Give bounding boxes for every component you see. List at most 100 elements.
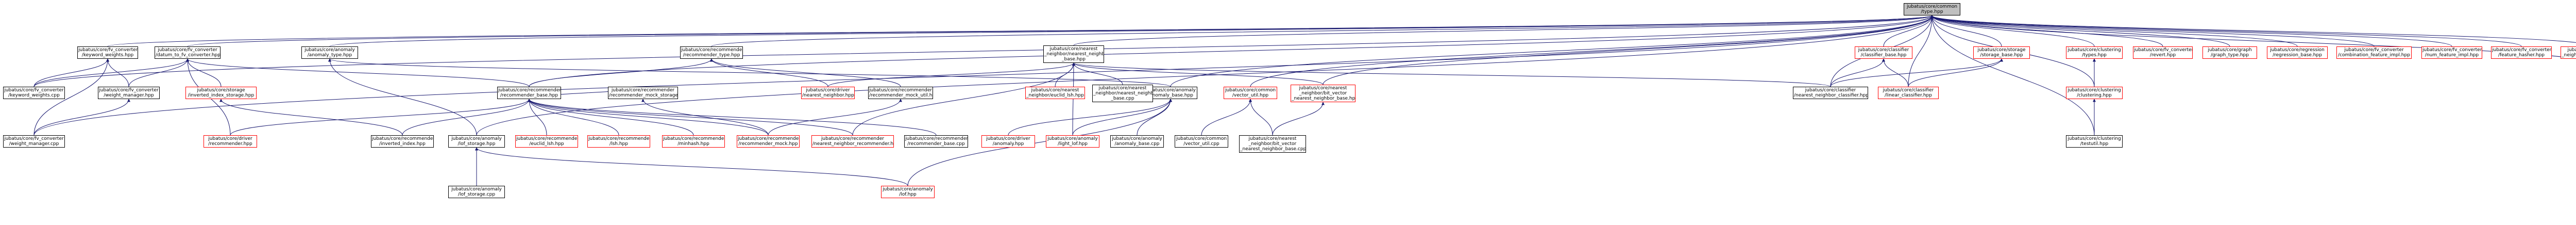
dependency-edge bbox=[1882, 58, 1909, 87]
dependency-edge bbox=[1883, 15, 1934, 47]
dependency-edge bbox=[1072, 99, 1172, 136]
dependency-edge bbox=[852, 62, 1075, 136]
dependency-edge bbox=[1072, 62, 1075, 136]
graph-node-feat-hash[interactable]: jubatus/core/fv_converter /feature_hashe… bbox=[2491, 46, 2552, 59]
graph-node-vec-util-cpp[interactable]: jubatus/core/common /vector_util.cpp bbox=[1175, 135, 1228, 148]
graph-node-nn-euclid[interactable]: jubatus/core/nearest _neighbor/euclid_ls… bbox=[1025, 87, 1085, 99]
dependency-edge bbox=[1272, 102, 1325, 136]
dependency-edge bbox=[529, 58, 713, 87]
graph-node-rec-mock-util[interactable]: jubatus/core/recommender /recommender_mo… bbox=[868, 87, 933, 99]
graph-node-regr-base[interactable]: jubatus/core/regression /regression_base… bbox=[2267, 46, 2328, 59]
dependency-edge bbox=[33, 58, 189, 87]
dependency-edge bbox=[529, 15, 1934, 87]
graph-node-clu-clu[interactable]: jubatus/core/clustering /clustering.hpp bbox=[2066, 87, 2123, 99]
dependency-edge bbox=[641, 99, 769, 136]
dependency-edge bbox=[33, 58, 109, 87]
graph-node-graph-type[interactable]: jubatus/core/graph /graph_type.hpp bbox=[2202, 46, 2257, 59]
graph-node-rec-lsh[interactable]: jubatus/core/recommender /lsh.hpp bbox=[587, 135, 650, 148]
graph-node-anom-lof-stor[interactable]: jubatus/core/anomaly /lof_storage.hpp bbox=[448, 135, 505, 148]
graph-node-rec-inv-idx[interactable]: jubatus/core/recommender /inverted_index… bbox=[371, 135, 434, 148]
dependency-edge bbox=[219, 99, 403, 136]
dependency-edge bbox=[711, 15, 1934, 47]
dependency-edge bbox=[1930, 15, 2375, 47]
dependency-edge bbox=[1930, 15, 2452, 47]
dependency-edge bbox=[768, 99, 902, 136]
dependency-edge bbox=[475, 147, 908, 186]
graph-node-root[interactable]: jubatus/core/common /type.hpp bbox=[1904, 3, 1960, 15]
graph-node-datum-hpp[interactable]: jubatus/core/fv_converter /datum_to_fv_c… bbox=[155, 46, 221, 59]
dependency-edge bbox=[328, 58, 477, 136]
dependency-edge bbox=[1830, 58, 2003, 87]
dependency-edge bbox=[187, 15, 1934, 47]
graph-node-comb-impl[interactable]: jubatus/core/fv_converter /combination_f… bbox=[2336, 46, 2412, 59]
graph-node-cls-base[interactable]: jubatus/core/classifier /classifier_base… bbox=[1855, 46, 1912, 59]
dependency-edge bbox=[1908, 58, 2003, 87]
graph-node-nn-base-cpp[interactable]: jubatus/core/nearest _neighbor/nearest_n… bbox=[1092, 85, 1153, 102]
dependency-edge bbox=[1072, 62, 1123, 85]
dependency-edge bbox=[528, 99, 769, 136]
graph-node-rec-euclid[interactable]: jubatus/core/recommender /euclid_lsh.hpp bbox=[515, 135, 578, 148]
dependency-edge bbox=[1930, 15, 2576, 59]
graph-node-lsh-func[interactable]: jubatus/core/nearest _neighbor/lsh_funct… bbox=[2561, 46, 2576, 59]
dependency-edge bbox=[1137, 99, 1172, 136]
dependency-edge bbox=[33, 15, 1934, 87]
graph-node-nn-bitvec-cpp[interactable]: jubatus/core/nearest _neighbor/bit_vecto… bbox=[1239, 135, 1306, 153]
graph-node-vec-util-hpp[interactable]: jubatus/core/common /vector_util.hpp bbox=[1224, 87, 1277, 99]
graph-node-anom-light[interactable]: jubatus/core/anomaly /light_lof.hpp bbox=[1046, 135, 1099, 148]
dependency-edge bbox=[1930, 15, 2298, 47]
graph-node-drv-anom[interactable]: jubatus/core/driver /anomaly.hpp bbox=[981, 135, 1035, 148]
dependency-edge bbox=[1930, 15, 2576, 43]
graph-node-rec-mock-stor[interactable]: jubatus/core/recommender /recommender_mo… bbox=[608, 87, 678, 99]
graph-node-rec-mock[interactable]: jubatus/core/recommender /recommender_mo… bbox=[737, 135, 800, 148]
dependency-edge bbox=[1930, 15, 2095, 47]
graph-node-nn-bitvec-hpp[interactable]: jubatus/core/nearest _neighbor/bit_vecto… bbox=[1291, 85, 1355, 102]
graph-node-wm-hpp[interactable]: jubatus/core/fv_converter /weight_manage… bbox=[98, 87, 160, 99]
dependency-edge bbox=[710, 58, 901, 87]
graph-node-nn-base[interactable]: jubatus/core/nearest _neighbor/nearest_n… bbox=[1043, 45, 1104, 63]
dependency-edge bbox=[328, 58, 1171, 87]
graph-node-anom-base-cpp[interactable]: jubatus/core/anomaly /anomaly_base.cpp bbox=[1110, 135, 1164, 148]
dependency-edge bbox=[33, 99, 130, 136]
graph-node-rec-type[interactable]: jubatus/core/recommender /recommender_ty… bbox=[680, 46, 743, 59]
graph-node-rec-base[interactable]: jubatus/core/recommender /recommender_ba… bbox=[497, 87, 561, 99]
dependency-edge bbox=[230, 99, 531, 136]
graph-node-stor-base[interactable]: jubatus/core/storage /storage_base.hpp bbox=[1973, 46, 2030, 59]
dependency-edge bbox=[33, 58, 109, 136]
graph-node-drv-nn[interactable]: jubatus/core/driver /nearest_neighbor.hp… bbox=[801, 87, 855, 99]
dependency-edge bbox=[710, 58, 828, 87]
graph-node-clu-types[interactable]: jubatus/core/clustering /types.hpp bbox=[2066, 46, 2123, 59]
graph-node-conv-kw-cpp[interactable]: jubatus/core/fv_converter /keyword_weigh… bbox=[3, 87, 65, 99]
dependency-edge bbox=[1930, 15, 2095, 136]
dependency-edge bbox=[1170, 15, 1934, 87]
graph-node-anom-lof-cpp[interactable]: jubatus/core/anomaly /lof_storage.cpp bbox=[448, 186, 505, 198]
graph-node-clu-fastutil[interactable]: jubatus/core/clustering /testutil.hpp bbox=[2066, 135, 2123, 148]
graph-node-kw-hpp[interactable]: jubatus/core/fv_converter /keyword_weigh… bbox=[77, 46, 138, 59]
dependency-edge bbox=[1908, 15, 1934, 87]
dependency-edge bbox=[1830, 58, 1885, 87]
graph-node-rec-nnr[interactable]: jubatus/core/recommender /nearest_neighb… bbox=[811, 135, 894, 148]
graph-node-cls-nn[interactable]: jubatus/core/classifier /nearest_neighbo… bbox=[1793, 87, 1868, 99]
graph-node-rec-minhash[interactable]: jubatus/core/recommender /minhash.hpp bbox=[662, 135, 725, 148]
dependency-edge bbox=[827, 62, 1075, 87]
dependency-edge bbox=[528, 99, 619, 136]
dependency-edge bbox=[1201, 99, 1252, 136]
dependency-edge bbox=[186, 58, 222, 87]
graph-node-num-impl[interactable]: jubatus/core/fv_converter /num_feature_i… bbox=[2421, 46, 2482, 59]
dependency-edge bbox=[528, 99, 547, 136]
graph-node-invert[interactable]: jubatus/core/fv_converter /revert.hpp bbox=[2133, 46, 2193, 59]
graph-node-cls-lin[interactable]: jubatus/core/classifier /linear_classifi… bbox=[1878, 87, 1939, 99]
graph-node-anom-type[interactable]: jubatus/core/anomaly /anomaly_type.hpp bbox=[301, 46, 358, 59]
dependency-edge bbox=[1323, 15, 1934, 85]
dependency-edge bbox=[1072, 62, 1831, 87]
dependency-edge bbox=[1250, 15, 1934, 87]
graph-node-drv-rec[interactable]: jubatus/core/driver /recommender.hpp bbox=[204, 135, 257, 148]
graph-node-stor-inv-idx[interactable]: jubatus/core/storage /inverted_index_sto… bbox=[185, 87, 257, 99]
dependency-edge bbox=[329, 15, 1934, 47]
graph-node-wm-cpp[interactable]: jubatus/core/fv_converter /weight_manage… bbox=[3, 135, 65, 148]
dependency-edge bbox=[528, 99, 694, 136]
dependency-edge bbox=[476, 15, 1934, 136]
graph-node-anom-lof[interactable]: jubatus/core/anomaly /lof.hpp bbox=[881, 186, 935, 198]
graph-node-rec-factory[interactable]: jubatus/core/recommender /recommender_ba… bbox=[904, 135, 968, 148]
